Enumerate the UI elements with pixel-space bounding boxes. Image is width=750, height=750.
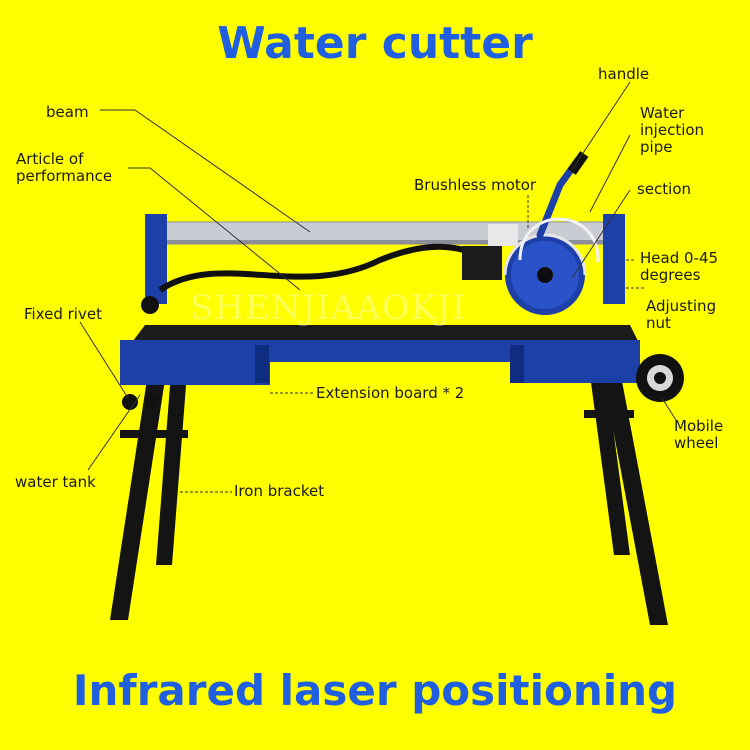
label-fixed-rivet: Fixed rivet: [24, 305, 102, 323]
water-hose: [158, 243, 492, 293]
fixed-rivet-knob: [122, 394, 138, 410]
label-water-injection-pipe: Water injection pipe: [640, 104, 705, 156]
page-title: Water cutter: [217, 18, 533, 69]
label-beam: beam: [46, 103, 89, 121]
leader-lines: [79, 81, 677, 493]
water-injection-pipe: [518, 217, 600, 263]
label-article-of-performance: Article of performance: [16, 150, 113, 185]
watermark: SHENJIAAOKJI: [190, 288, 467, 328]
label-brushless-motor: Brushless motor: [414, 176, 537, 194]
label-extension-board: Extension board * 2: [316, 384, 465, 402]
mobile-wheel: [636, 354, 684, 402]
label-section: section: [637, 180, 692, 198]
label-iron-bracket: Iron bracket: [234, 482, 325, 500]
label-mobile-wheel: Mobile wheel: [674, 417, 724, 452]
label-water-tank: water tank: [15, 473, 96, 491]
bottom-tagline: Infrared laser positioning: [72, 666, 678, 715]
iron-bracket-legs: [110, 360, 668, 625]
label-handle: handle: [598, 65, 650, 83]
label-adjusting-nut: Adjusting nut: [646, 297, 717, 332]
saw-head: [462, 224, 587, 315]
table: [120, 325, 640, 385]
label-head-degrees: Head 0-45 degrees: [640, 249, 719, 284]
extension-boards: [255, 345, 524, 383]
